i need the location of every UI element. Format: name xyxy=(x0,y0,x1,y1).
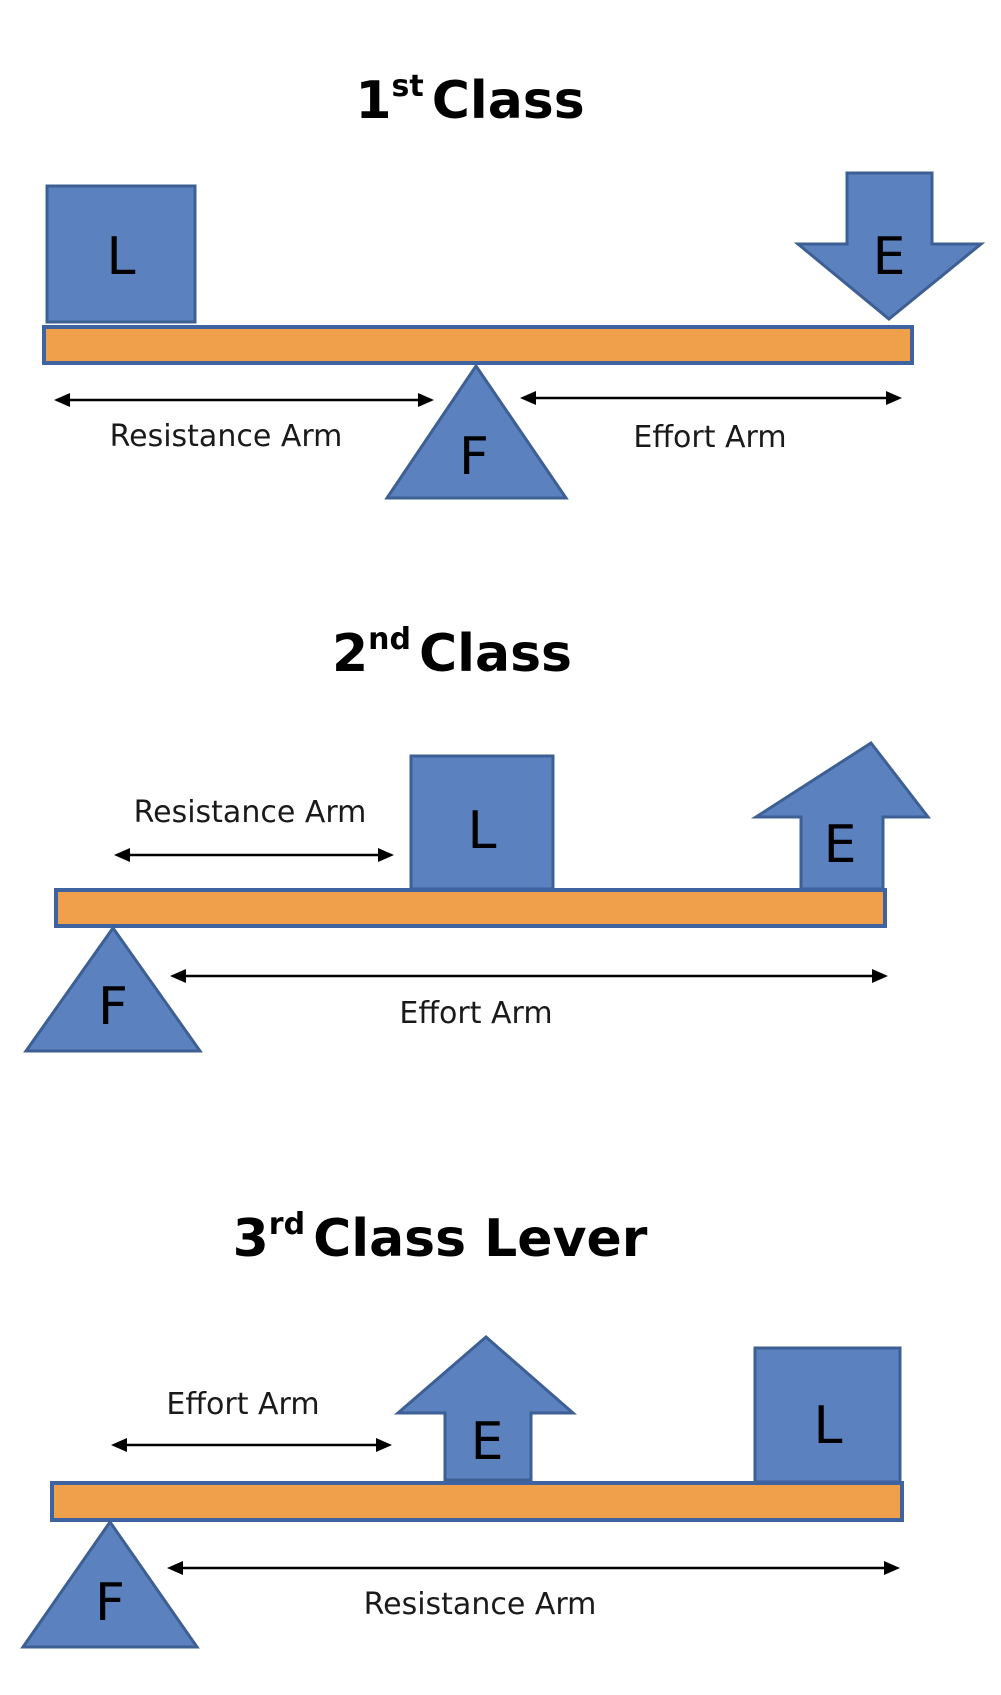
effort-arm-arrow xyxy=(520,391,902,405)
load-letter: L xyxy=(814,1396,843,1456)
fulcrum-triangle xyxy=(20,1519,200,1649)
effort-arrow-down xyxy=(793,171,986,321)
resistance-arm-label: Resistance Arm xyxy=(364,1587,597,1622)
effort-arm-arrow xyxy=(170,969,888,983)
lever-beam xyxy=(42,325,914,365)
effort-letter: E xyxy=(873,227,906,287)
effort-arm-label: Effort Arm xyxy=(166,1387,319,1422)
effort-letter: E xyxy=(471,1412,504,1472)
fulcrum-triangle xyxy=(384,363,569,500)
resistance-arm-label: Resistance Arm xyxy=(134,795,367,830)
fulcrum-letter: F xyxy=(95,1573,125,1633)
resistance-arm-arrow xyxy=(54,393,434,407)
effort-arm-arrow xyxy=(111,1438,392,1452)
load-box xyxy=(45,184,197,324)
lever-beam xyxy=(54,888,887,928)
fulcrum-letter: F xyxy=(98,977,128,1037)
load-letter: L xyxy=(107,227,136,287)
effort-arm-label: Effort Arm xyxy=(633,420,786,455)
resistance-arm-arrow xyxy=(114,848,394,862)
resistance-arm-arrow xyxy=(167,1561,900,1575)
effort-letter: E xyxy=(824,815,857,875)
effort-arm-label: Effort Arm xyxy=(399,996,552,1031)
fulcrum-triangle xyxy=(23,925,203,1053)
effort-arrow-up xyxy=(393,1335,577,1482)
fulcrum-letter: F xyxy=(459,427,489,487)
load-letter: L xyxy=(468,801,497,861)
load-box xyxy=(753,1346,902,1484)
resistance-arm-label: Resistance Arm xyxy=(110,419,343,454)
lever-beam xyxy=(50,1481,904,1522)
